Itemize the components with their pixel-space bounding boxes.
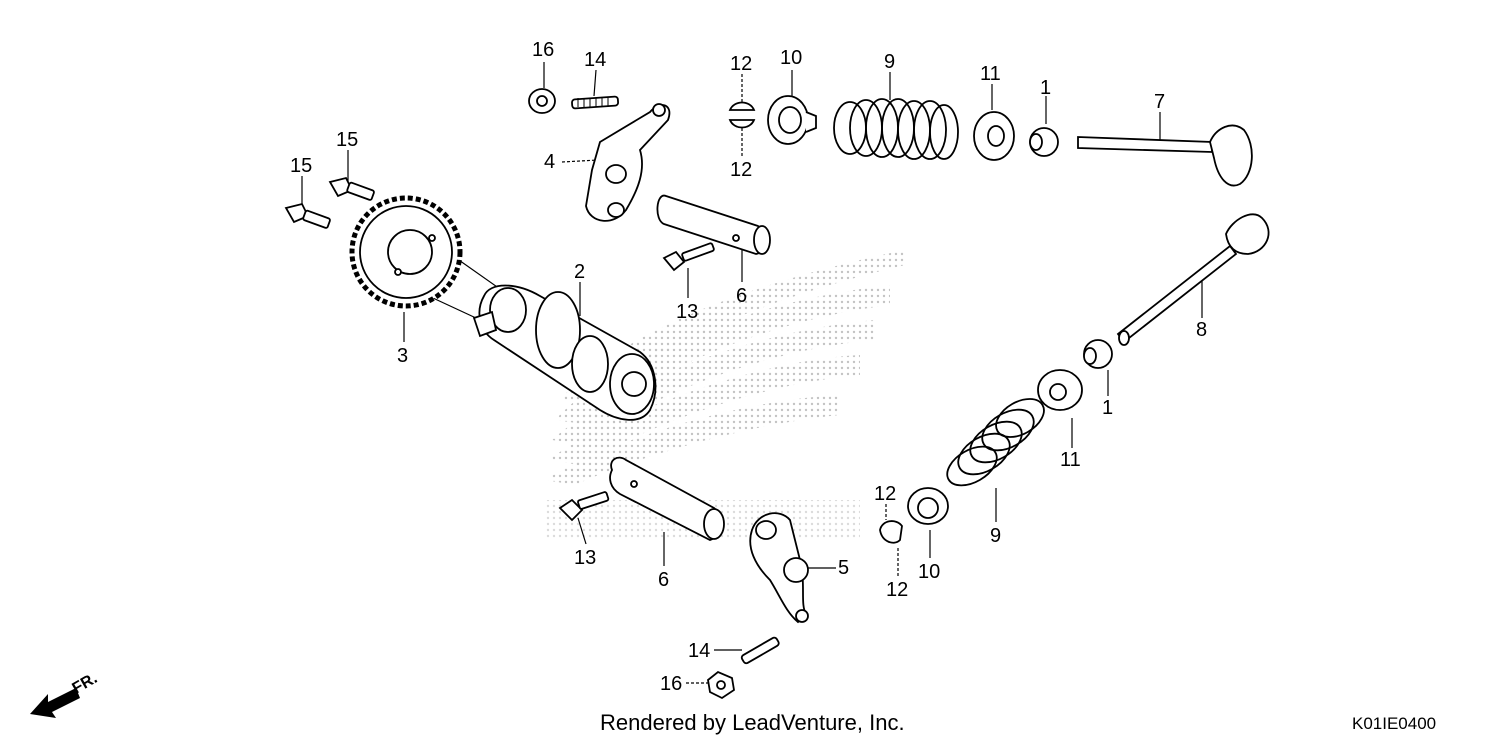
part-nut-upper bbox=[528, 88, 556, 114]
callout-6: 6 bbox=[658, 569, 669, 591]
callout-13: 13 bbox=[676, 301, 698, 323]
part-valve-spring-lower bbox=[946, 398, 1045, 487]
part-camshaft bbox=[472, 284, 657, 421]
part-retainer-lower bbox=[907, 487, 949, 525]
part-stem-seal-upper bbox=[1029, 127, 1059, 157]
part-cotter-lower bbox=[879, 520, 903, 544]
callout-15: 15 bbox=[290, 155, 312, 177]
callout-14: 14 bbox=[688, 640, 710, 662]
part-cam-sprocket bbox=[349, 195, 463, 309]
callout-16: 16 bbox=[532, 39, 554, 61]
callout-10: 10 bbox=[780, 47, 802, 69]
part-stem-seal-lower bbox=[1083, 339, 1113, 369]
part-retainer-upper bbox=[767, 95, 817, 145]
callout-11: 11 bbox=[1060, 449, 1081, 471]
callout-labels: 16 14 12 10 9 11 1 7 4 12 15 15 2 3 13 6… bbox=[290, 39, 1207, 695]
arrow-icon bbox=[30, 688, 80, 718]
callout-9: 9 bbox=[990, 525, 1001, 547]
callout-4: 4 bbox=[544, 151, 555, 173]
callout-2: 2 bbox=[574, 261, 585, 283]
part-cotter-upper bbox=[728, 101, 756, 129]
parts bbox=[284, 88, 1270, 700]
callout-11: 11 bbox=[980, 63, 1001, 85]
part-rocker-shaft-upper bbox=[656, 194, 771, 255]
callout-1: 1 bbox=[1040, 77, 1051, 99]
callout-6: 6 bbox=[736, 285, 747, 307]
part-valve-spring-upper bbox=[833, 98, 959, 160]
part-rocker-arm-lower bbox=[749, 512, 809, 624]
part-sprocket-bolt-b bbox=[284, 202, 331, 229]
part-rocker-shaft-lower bbox=[609, 456, 725, 541]
callout-1: 1 bbox=[1102, 397, 1113, 419]
callout-13: 13 bbox=[574, 547, 596, 569]
part-stud-lower bbox=[740, 636, 780, 665]
part-valve-exhaust bbox=[1116, 213, 1270, 346]
callout-3: 3 bbox=[397, 345, 408, 367]
callout-15: 15 bbox=[336, 129, 358, 151]
part-nut-lower bbox=[707, 670, 735, 700]
callout-10: 10 bbox=[918, 561, 940, 583]
part-rocker-arm-upper bbox=[585, 103, 671, 222]
part-valve-intake bbox=[1077, 124, 1253, 187]
front-direction-indicator: FR. bbox=[30, 670, 100, 718]
part-stud-upper bbox=[571, 95, 619, 110]
callout-5: 5 bbox=[838, 557, 849, 579]
callout-16: 16 bbox=[660, 673, 682, 695]
part-bolt-upper bbox=[662, 242, 715, 272]
callout-7: 7 bbox=[1154, 91, 1165, 113]
callout-14: 14 bbox=[584, 49, 606, 71]
callout-12: 12 bbox=[730, 159, 752, 181]
part-bolt-lower bbox=[558, 491, 610, 522]
callout-12: 12 bbox=[874, 483, 896, 505]
part-sprocket-bolt-a bbox=[328, 176, 375, 201]
leader-lines bbox=[301, 62, 1203, 684]
callout-12: 12 bbox=[730, 53, 752, 75]
footer-credit: Rendered by LeadVenture, Inc. bbox=[600, 710, 905, 735]
part-spring-seat-lower bbox=[1037, 369, 1083, 411]
callout-8: 8 bbox=[1196, 319, 1207, 341]
callout-9: 9 bbox=[884, 51, 895, 73]
callout-12: 12 bbox=[886, 579, 908, 601]
diagram-code: K01IE0400 bbox=[1352, 714, 1437, 733]
part-spring-seat-upper bbox=[973, 111, 1015, 161]
